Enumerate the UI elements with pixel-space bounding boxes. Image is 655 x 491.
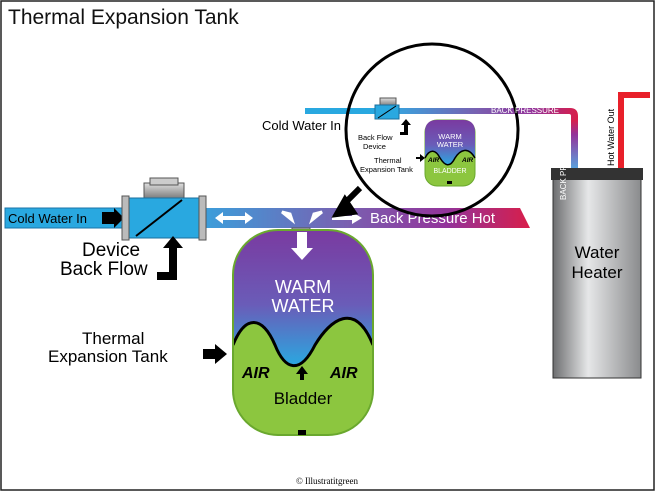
water-heater-label: Water [575, 243, 620, 262]
inset-cold-water-in-label: Cold Water In [262, 118, 341, 133]
air-left-label: AIR [241, 365, 270, 382]
inset-backflow-label: Back Flow [358, 133, 393, 142]
inset-device-label: Device [363, 142, 386, 151]
diagram-title: Thermal Expansion Tank [8, 6, 239, 29]
water-label: WATER [272, 296, 335, 316]
credit: © Illustratitgreen [296, 476, 359, 486]
hot-water-pipe [618, 95, 624, 168]
inset-tank [424, 119, 476, 187]
heater-label: Heater [571, 263, 622, 282]
inset-back-pressure-vertical-label: BACK PRESSURE [559, 132, 568, 200]
inset-back-pressure-label: BACK PRESSURE [491, 106, 559, 115]
inset-air-left-label: AIR [427, 157, 440, 164]
inset-pointer-arrow-icon [331, 185, 363, 218]
pressure-arrows [215, 210, 362, 225]
inset-warm-label: WARM [438, 132, 461, 141]
arrow-down-icon [291, 232, 313, 260]
warm-label: WARM [275, 277, 331, 297]
expansion-tank [233, 230, 373, 435]
water-heater [551, 168, 643, 379]
inset-magnifier [344, 42, 520, 218]
hot-water-out-label: Hot Water Out [606, 108, 616, 166]
arrow-right-icon [203, 344, 227, 364]
arrow-up-icon [157, 236, 183, 280]
inset-expansion-tank-label: Expansion Tank [360, 165, 413, 174]
inset-water-label: WATER [437, 140, 464, 149]
inset-bladder-label: BLADDER [433, 168, 466, 175]
device-label: Device [82, 240, 140, 261]
air-right-label: AIR [329, 365, 358, 382]
inset-valve [374, 97, 400, 120]
backflow-valve [121, 177, 207, 241]
bladder-arrow-icon [296, 366, 308, 380]
inset-air-right-label: AIR [461, 157, 474, 164]
arrow-right-icon [102, 208, 124, 228]
back-flow-label: Back Flow [60, 259, 148, 280]
back-pressure-hot-label: Back Pressure Hot [370, 210, 496, 227]
bladder-label: Bladder [274, 389, 333, 408]
thermal-label: Thermal [82, 329, 144, 348]
inset-thermal-label: Thermal [374, 156, 402, 165]
cold-water-in-label: Cold Water In [8, 211, 87, 226]
expansion-tank-label: Expansion Tank [48, 347, 168, 366]
